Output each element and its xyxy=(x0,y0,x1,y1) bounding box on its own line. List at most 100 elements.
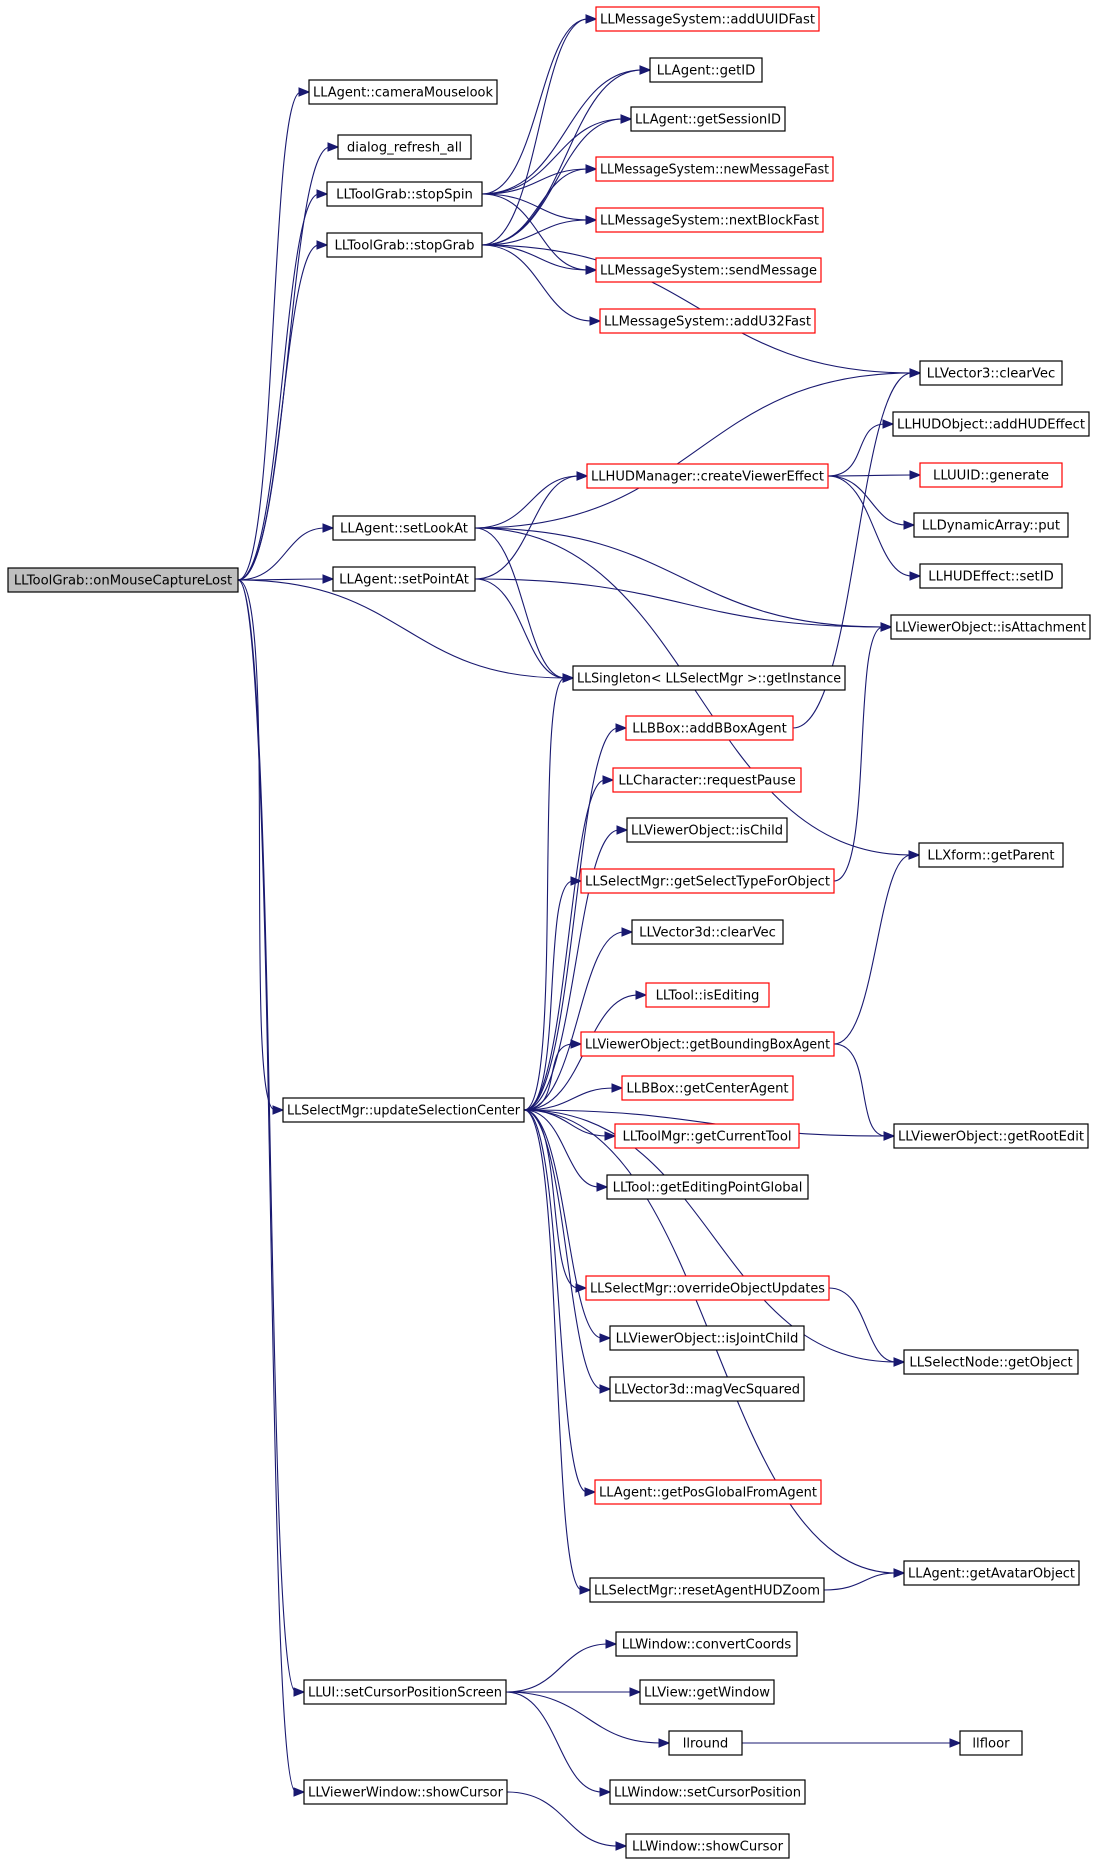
node-box xyxy=(919,360,1063,386)
node-get-window[interactable]: LLView::getWindow xyxy=(639,1679,775,1705)
node-get-select-type-for-object[interactable]: LLSelectMgr::getSelectTypeForObject xyxy=(580,868,835,894)
node-get-pos-global-from-agent[interactable]: LLAgent::getPosGlobalFromAgent xyxy=(594,1479,822,1505)
arrowhead-convert-coords xyxy=(605,1639,618,1649)
node-llfloor[interactable]: llfloor xyxy=(959,1730,1023,1756)
node-add-bbox-agent[interactable]: LLBBox::addBBoxAgent xyxy=(625,715,794,741)
node-get-editing-point-global[interactable]: LLTool::getEditingPointGlobal xyxy=(606,1174,809,1200)
node-generate[interactable]: LLUUID::generate xyxy=(919,462,1063,488)
node-get-bounding-box-agent[interactable]: LLViewerObject::getBoundingBoxAgent xyxy=(580,1031,835,1057)
node-set-cursor-position[interactable]: LLWindow::setCursorPosition xyxy=(609,1779,806,1805)
node-add-hudeffect[interactable]: LLHUDObject::addHUDEffect xyxy=(892,411,1090,437)
edge-add-bbox-agent-to-v3-clear-vec xyxy=(792,372,913,729)
arrowhead-w-show-cursor xyxy=(615,1841,628,1851)
node-v3d-clear-vec[interactable]: LLVector3d::clearVec xyxy=(631,919,784,945)
arrowhead-stop-grab xyxy=(316,240,329,250)
arrowhead-get-parent xyxy=(908,850,921,860)
node-reset-agent-hudzoom[interactable]: LLSelectMgr::resetAgentHUDZoom xyxy=(589,1577,825,1603)
node-camera-mouselook[interactable]: LLAgent::cameraMouselook xyxy=(308,79,498,105)
edge-update-selection-center-to-get-bounding-box-agent xyxy=(523,1043,574,1111)
node-label: LLAgent::setLookAt xyxy=(340,522,468,537)
node-put[interactable]: LLDynamicArray::put xyxy=(913,512,1069,538)
arrowhead-request-pause xyxy=(602,775,615,785)
node-next-block-fast[interactable]: LLMessageSystem::nextBlockFast xyxy=(595,207,824,233)
node-get-session-id[interactable]: LLAgent::getSessionID xyxy=(630,106,786,132)
node-is-attachment[interactable]: LLViewerObject::isAttachment xyxy=(890,614,1091,640)
node-v3-clear-vec[interactable]: LLVector3::clearVec xyxy=(919,360,1063,386)
edge-set-point-at-to-get-instance xyxy=(474,578,566,679)
node-send-message[interactable]: LLMessageSystem::sendMessage xyxy=(595,257,822,283)
edge-stop-spin-to-new-message-fast xyxy=(481,168,589,195)
node-is-child[interactable]: LLViewerObject::isChild xyxy=(626,817,788,843)
node-box xyxy=(606,1174,809,1200)
node-box xyxy=(893,1123,1089,1149)
edge-create-viewer-effect-to-set-id xyxy=(827,475,913,577)
node-box xyxy=(585,1275,830,1301)
node-add-u32-fast[interactable]: LLMessageSystem::addU32Fast xyxy=(599,308,816,334)
node-box xyxy=(599,308,816,334)
node-label: LLMessageSystem::addUUIDFast xyxy=(600,13,815,28)
node-get-parent[interactable]: LLXform::getParent xyxy=(918,842,1064,868)
edge-set-cursor-position-screen-to-convert-coords xyxy=(505,1643,609,1693)
node-box xyxy=(326,232,483,258)
arrowhead-mag-vec-squared xyxy=(599,1384,612,1394)
node-label: LLViewerObject::isJointChild xyxy=(616,1332,799,1347)
edge-on-mouse-capture-lost-to-get-instance xyxy=(237,579,566,679)
node-box xyxy=(609,1779,806,1805)
node-on-mouse-capture-lost[interactable]: LLToolGrab::onMouseCaptureLost xyxy=(7,567,239,593)
node-set-id[interactable]: LLHUDEffect::setID xyxy=(919,563,1063,589)
arrowhead-get-avatar-object xyxy=(893,1568,906,1578)
edge-set-look-at-to-v3-clear-vec xyxy=(474,372,913,529)
node-update-selection-center[interactable]: LLSelectMgr::updateSelectionCenter xyxy=(282,1097,525,1123)
arrowhead-create-viewer-effect xyxy=(576,471,589,481)
arrowhead-is-attachment xyxy=(880,622,893,632)
node-new-message-fast[interactable]: LLMessageSystem::newMessageFast xyxy=(595,156,834,182)
arrowhead-set-point-at xyxy=(322,574,335,584)
node-w-show-cursor[interactable]: LLWindow::showCursor xyxy=(625,1833,790,1859)
edge-update-selection-center-to-is-joint-child xyxy=(523,1109,603,1339)
node-set-look-at[interactable]: LLAgent::setLookAt xyxy=(332,515,476,541)
edge-set-point-at-to-is-attachment xyxy=(474,578,884,628)
node-box xyxy=(631,919,784,945)
node-is-editing[interactable]: LLTool::isEditing xyxy=(645,982,770,1008)
node-get-avatar-object[interactable]: LLAgent::getAvatarObject xyxy=(903,1560,1080,1586)
edge-update-selection-center-to-reset-agent-hudzoom xyxy=(523,1109,583,1591)
edge-update-selection-center-to-mag-vec-squared xyxy=(523,1109,603,1390)
node-llround[interactable]: llround xyxy=(668,1730,743,1756)
node-add-uuidfast[interactable]: LLMessageSystem::addUUIDFast xyxy=(595,6,820,32)
node-label: LLHUDObject::addHUDEffect xyxy=(897,418,1085,433)
node-label: LLWindow::setCursorPosition xyxy=(614,1786,801,1801)
node-label: LLDynamicArray::put xyxy=(922,519,1060,534)
node-set-cursor-position-screen[interactable]: LLUI::setCursorPositionScreen xyxy=(303,1679,507,1705)
node-set-point-at[interactable]: LLAgent::setPointAt xyxy=(332,566,476,592)
node-label: LLSelectNode::getObject xyxy=(909,1356,1072,1371)
node-stop-spin[interactable]: LLToolGrab::stopSpin xyxy=(326,181,483,207)
node-vw-show-cursor[interactable]: LLViewerWindow::showCursor xyxy=(303,1779,508,1805)
node-stop-grab[interactable]: LLToolGrab::stopGrab xyxy=(326,232,483,258)
node-is-joint-child[interactable]: LLViewerObject::isJointChild xyxy=(609,1325,805,1351)
node-label: LLSelectMgr::updateSelectionCenter xyxy=(287,1104,521,1119)
node-get-id[interactable]: LLAgent::getID xyxy=(649,57,763,83)
node-override-object-updates[interactable]: LLSelectMgr::overrideObjectUpdates xyxy=(585,1275,830,1301)
node-mag-vec-squared[interactable]: LLVector3d::magVecSquared xyxy=(609,1376,805,1402)
node-get-root-edit[interactable]: LLViewerObject::getRootEdit xyxy=(893,1123,1089,1149)
node-request-pause[interactable]: LLCharacter::requestPause xyxy=(612,767,802,793)
arrowhead-get-id xyxy=(639,65,652,75)
arrowhead-dialog-refresh-all xyxy=(327,142,340,152)
node-create-viewer-effect[interactable]: LLHUDManager::createViewerEffect xyxy=(586,463,829,489)
edge-stop-grab-to-add-uuidfast xyxy=(481,18,589,246)
node-label: llround xyxy=(683,1737,729,1752)
node-box xyxy=(337,134,472,160)
node-dialog-refresh-all[interactable]: dialog_refresh_all xyxy=(337,134,472,160)
node-box xyxy=(639,1679,775,1705)
edges-layer xyxy=(237,14,962,1851)
node-get-instance[interactable]: LLSingleton< LLSelectMgr >::getInstance xyxy=(572,665,846,691)
edge-on-mouse-capture-lost-to-stop-grab xyxy=(237,244,320,581)
node-get-object[interactable]: LLSelectNode::getObject xyxy=(903,1349,1079,1375)
node-label: LLSingleton< LLSelectMgr >::getInstance xyxy=(577,672,841,687)
edge-update-selection-center-to-request-pause xyxy=(523,779,606,1111)
arrowhead-get-window xyxy=(629,1687,642,1697)
node-get-center-agent[interactable]: LLBBox::getCenterAgent xyxy=(621,1075,794,1101)
node-convert-coords[interactable]: LLWindow::convertCoords xyxy=(615,1631,798,1657)
node-box xyxy=(615,1631,798,1657)
node-get-current-tool[interactable]: LLToolMgr::getCurrentTool xyxy=(614,1123,800,1149)
